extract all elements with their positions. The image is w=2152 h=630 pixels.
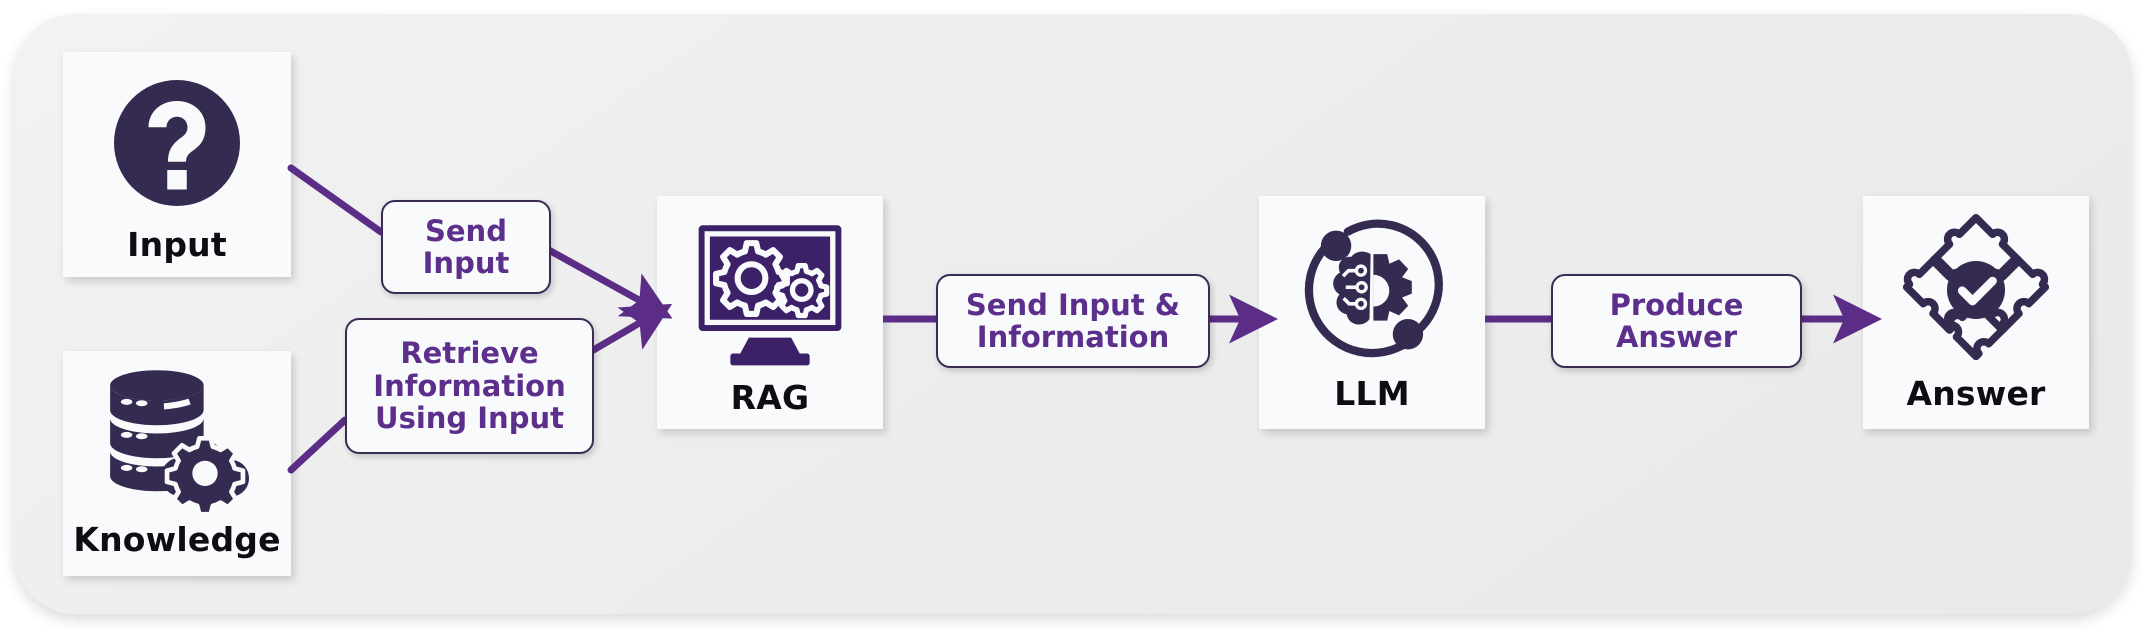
node-input-label: Input	[127, 225, 227, 264]
edge-label-line: Retrieve	[400, 336, 539, 371]
edge-label-line: Produce	[1609, 287, 1744, 322]
puzzle-check-icon	[1863, 196, 2089, 374]
node-llm-label: LLM	[1334, 374, 1410, 413]
edge-input-to-sendinput	[287, 164, 385, 236]
node-llm[interactable]: LLM	[1259, 196, 1485, 429]
edge-label-retrieve-info[interactable]: Retrieve Information Using Input	[345, 318, 594, 454]
node-answer[interactable]: Answer	[1863, 196, 2089, 429]
node-knowledge-label: Knowledge	[73, 520, 281, 559]
node-rag-label: RAG	[730, 378, 810, 417]
node-knowledge[interactable]: Knowledge	[63, 351, 291, 576]
edge-sendinput-to-rag	[543, 245, 673, 319]
edge-label-line: Information	[976, 320, 1170, 354]
edge-label-line: Information	[373, 368, 566, 403]
edge-label-line: Send Input &	[965, 287, 1181, 322]
edge-label-produce-answer[interactable]: Produce Answer	[1551, 274, 1802, 368]
node-input[interactable]: Input	[63, 52, 291, 277]
edge-label-send-input-info[interactable]: Send Input & Information	[936, 274, 1210, 368]
database-stack-gear-icon	[63, 351, 291, 520]
monitor-gears-icon	[657, 196, 883, 378]
edge-label-line: Using Input	[375, 401, 564, 436]
edge-label-line: Input	[422, 246, 510, 280]
edge-knowledge-to-retrieve	[287, 416, 349, 474]
ai-brain-gear-circle-icon	[1259, 196, 1485, 374]
edge-label-line: Answer	[1615, 320, 1738, 354]
edge-retrieve-to-rag	[586, 303, 673, 356]
question-mark-circle-icon	[63, 52, 291, 225]
node-answer-label: Answer	[1906, 374, 2046, 413]
node-rag[interactable]: RAG	[657, 196, 883, 429]
edge-label-line: Send	[425, 213, 507, 248]
edge-label-send-input[interactable]: Send Input	[381, 200, 551, 294]
